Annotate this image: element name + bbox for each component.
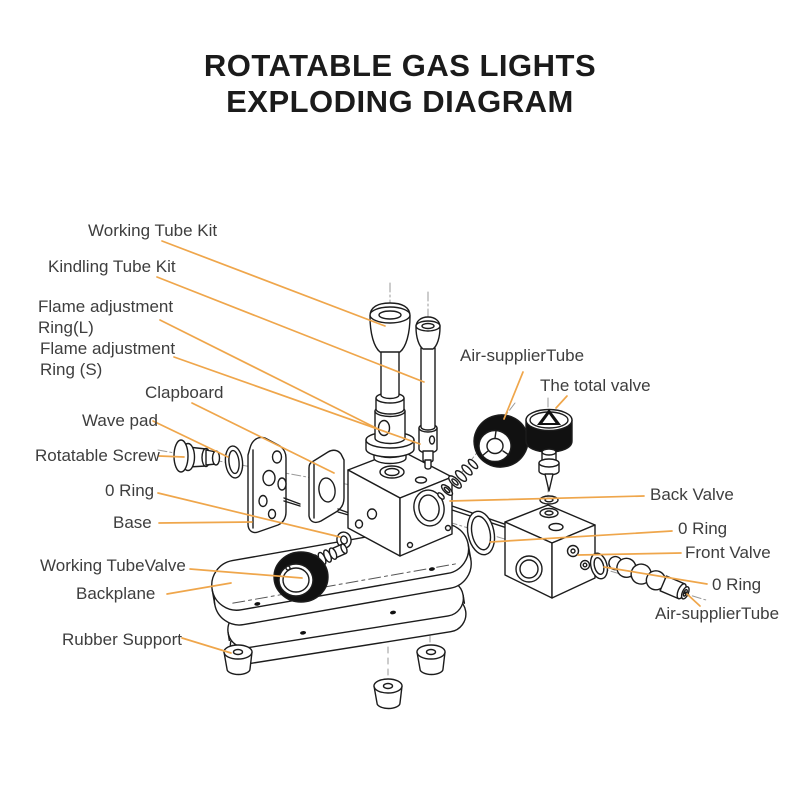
leader-line-wave-pad <box>152 420 229 458</box>
working-tube-art <box>365 302 415 465</box>
front-valve-art <box>504 504 596 599</box>
title-line-1: ROTATABLE GAS LIGHTS <box>203 48 597 83</box>
leader-line-base <box>158 521 253 524</box>
leader-line-working-tube-kit <box>161 240 386 327</box>
leader-line-rubber-support <box>181 637 232 654</box>
o-ring-small-right-art <box>589 552 609 580</box>
clapboard-art <box>308 449 345 524</box>
kindling-tube-art <box>415 316 441 470</box>
base-plate-art <box>247 436 287 534</box>
rotatable-screw-art <box>173 439 221 473</box>
leader-line-o-ring-right-2 <box>603 566 708 585</box>
leader-line-air-supplier-tube-bottom <box>686 593 701 607</box>
backplane-lower-plate-art <box>227 579 467 665</box>
leader-line-o-ring-left <box>157 492 341 538</box>
page-title: ROTATABLE GAS LIGHTS EXPLODING DIAGRAM <box>0 48 800 120</box>
leader-line-flame-adjustment-ring-s <box>173 356 421 445</box>
leader-line-o-ring-right-1 <box>489 530 673 543</box>
leader-line-rotatable-screw <box>158 455 185 458</box>
leader-line-backplane <box>166 582 232 595</box>
leader-line-back-valve <box>449 495 645 502</box>
total-valve-art <box>525 408 573 505</box>
leader-line-working-tube-valve <box>189 568 303 579</box>
wave-pad-art <box>224 445 244 479</box>
working-tube-valve-art <box>273 543 348 603</box>
leader-line-flame-adjustment-ring-l <box>159 319 379 430</box>
rubber-support-feet-art <box>223 644 446 710</box>
title-line-2: EXPLODING DIAGRAM <box>226 83 574 119</box>
air-supplier-tube-top-art <box>437 414 529 500</box>
leader-line-clapboard <box>191 402 335 474</box>
leader-line-front-valve <box>577 552 682 556</box>
leader-line-the-total-valve <box>555 395 568 409</box>
leader-line-air-supplier-tube-top <box>503 371 524 420</box>
leader-lines <box>152 240 708 654</box>
air-supplier-tube-bottom-art <box>608 555 690 600</box>
leader-line-kindling-tube-kit <box>156 276 425 383</box>
o-ring-big-art <box>466 510 496 556</box>
